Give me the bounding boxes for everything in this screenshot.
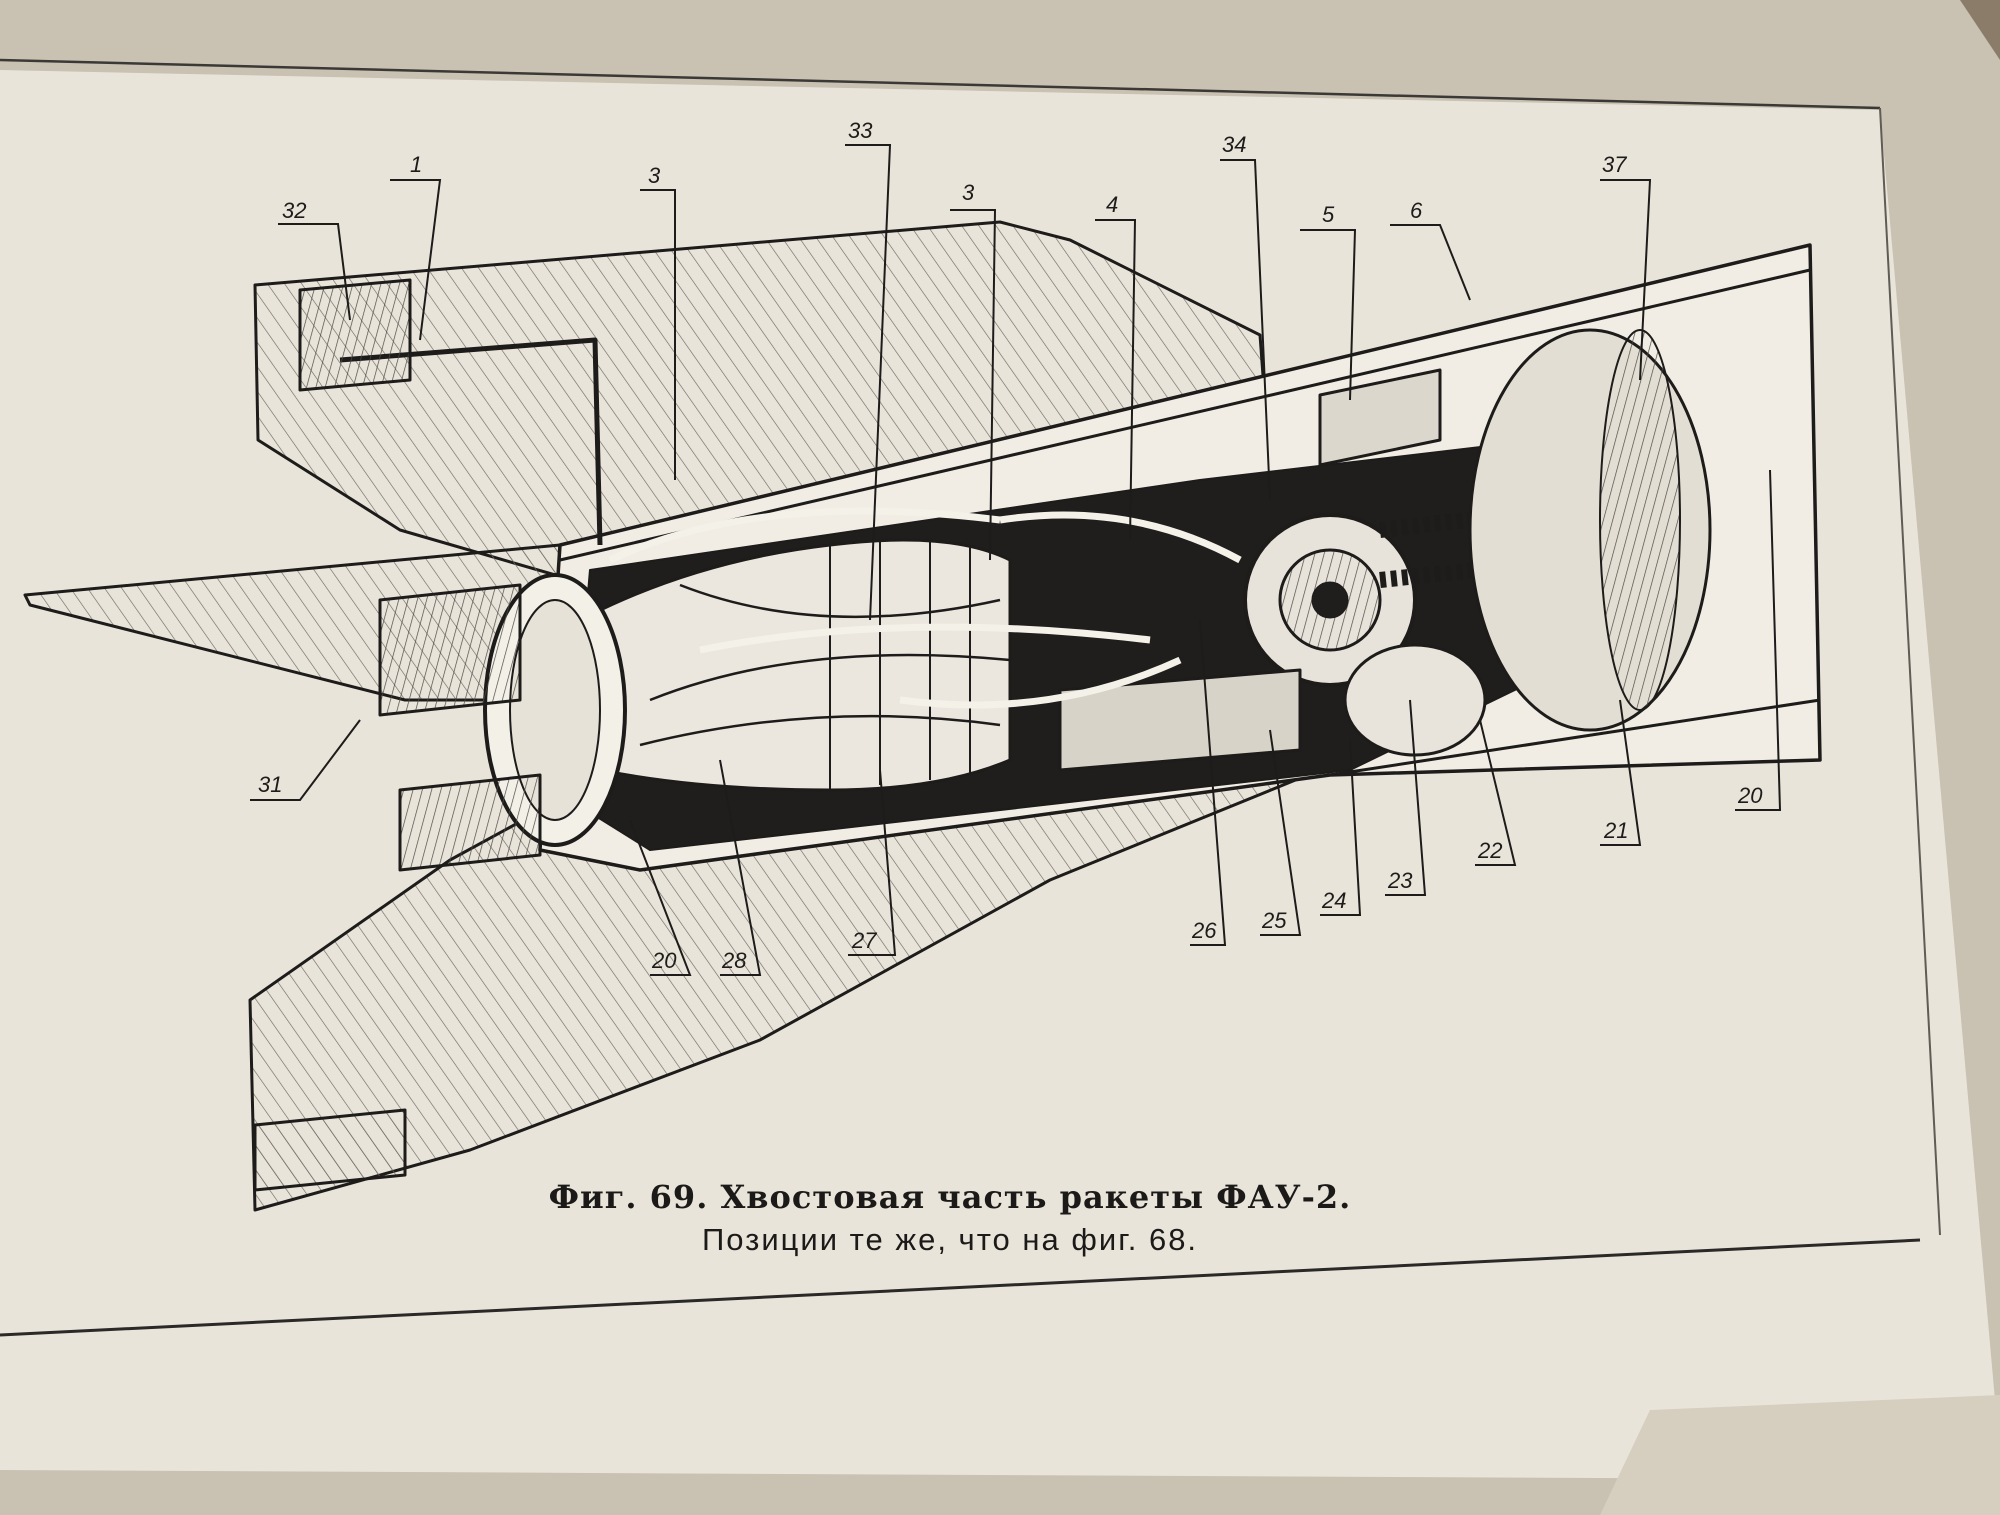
position-labels: 32 1 3 33 3 4 34 5 6 37 31 20 28 27 26 2… [258, 118, 1763, 973]
label-3b: 3 [962, 180, 975, 205]
label-23: 23 [1387, 868, 1413, 893]
label-22: 22 [1477, 838, 1502, 863]
mount-bracket [378, 583, 522, 717]
label-6: 6 [1410, 198, 1423, 223]
label-28: 28 [721, 948, 747, 973]
label-21: 21 [1603, 818, 1628, 843]
label-33: 33 [848, 118, 873, 143]
rocket-tail-drawing [23, 220, 1822, 1212]
label-5: 5 [1322, 202, 1335, 227]
pipework [608, 507, 1242, 709]
steam-generator [1343, 643, 1487, 757]
label-20a: 20 [651, 948, 677, 973]
label-26: 26 [1191, 918, 1217, 943]
label-1: 1 [410, 152, 422, 177]
figure-subcaption: Позиции те же, что на фиг. 68. [701, 1222, 1199, 1257]
label-25: 25 [1261, 908, 1287, 933]
label-20b: 20 [1737, 783, 1763, 808]
label-37: 37 [1602, 152, 1627, 177]
label-27: 27 [851, 928, 877, 953]
fin-tip-block [253, 1108, 407, 1192]
label-31: 31 [258, 772, 282, 797]
label-32: 32 [282, 198, 306, 223]
thrust-chamber [588, 538, 1012, 792]
label-24: 24 [1321, 888, 1346, 913]
label-4: 4 [1106, 192, 1118, 217]
leader-lines [250, 144, 1782, 976]
label-34: 34 [1222, 132, 1246, 157]
label-3a: 3 [648, 163, 661, 188]
figure-caption: Фиг. 69. Хвостовая часть ракеты ФАУ-2. [548, 1178, 1352, 1216]
upper-linkage [339, 337, 603, 546]
